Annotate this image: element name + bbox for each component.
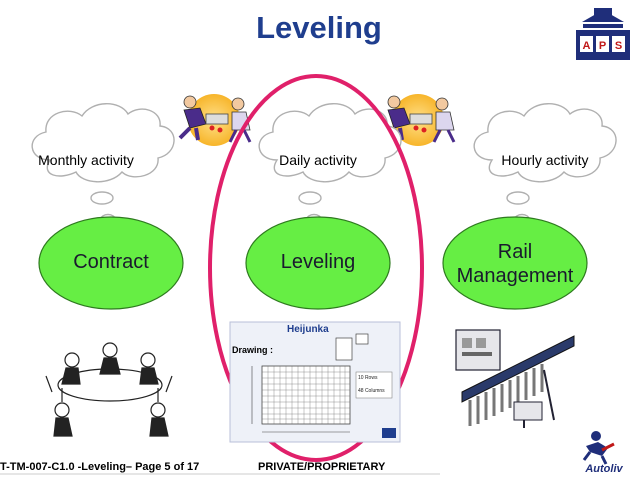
oval-label-rail: Rail [497,241,533,263]
oval-contract [38,216,184,310]
oval-label-management: Management [456,265,574,287]
rail-rack-illustration [455,329,575,428]
slide-title: Leveling [256,10,382,45]
logo-letter-a: A [583,40,591,52]
oval-label-contract: Contract [73,251,149,273]
footer-doc-id: T-TM-007-C1.0 -Leveling– Page 5 of 17 [0,461,200,473]
logo-letter-s: S [615,40,622,52]
meeting-illustration [45,342,173,437]
cloud-label-daily: Daily activity [279,152,357,168]
heijunka-drawing-label: Drawing : [232,345,274,355]
oval-rail-management [442,216,588,310]
runner-icon [591,431,601,441]
cloud-monthly [31,103,175,239]
logo-letter-p: P [599,40,606,52]
heijunka-drawing [229,321,401,443]
oval-label-rail-management: Rail Management [445,240,585,288]
cloud-daily [258,103,402,238]
heijunka-title: Heijunka [287,324,329,335]
autoliv-wordmark: Autoliv [584,463,623,474]
cloud-label-hourly: Hourly activity [501,152,589,168]
heijunka-columns-label: 48 Columns [358,388,385,394]
handshake-illustration-right [382,94,456,146]
heijunka-rows-label: 10 Rows [358,375,378,381]
oval-label-leveling: Leveling [280,251,356,273]
autoliv-logo: Autoliv [582,431,624,474]
cloud-hourly [473,103,617,238]
cloud-label-monthly: Monthly activity [38,152,134,168]
highlight-ellipse [208,74,424,462]
handshake-illustration-left [178,94,252,146]
oval-leveling [245,216,391,310]
aps-logo: A P S [576,8,630,60]
footer-confidentiality: PRIVATE/PROPRIETARY [258,461,386,473]
